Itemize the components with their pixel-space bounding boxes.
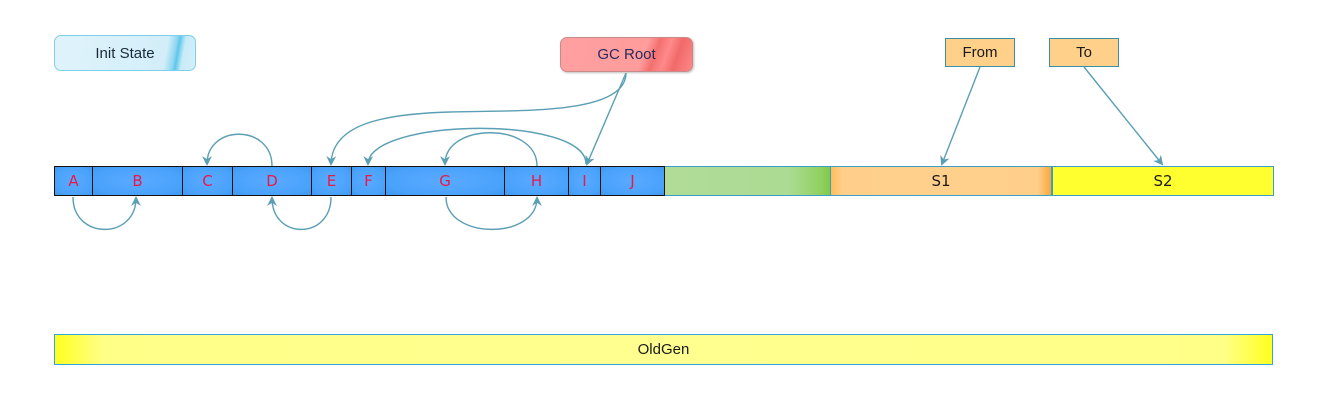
arrow-gcroot-to-i [585,72,627,166]
eden-free-space [665,166,831,196]
init-state-label: Init State [54,35,196,71]
young-generation-bar: A B C D E F G H I J S1 S2 [54,166,1274,196]
arrow-gcroot-to-e [326,72,627,166]
object-cell-b: B [93,166,183,196]
arrow-i-to-f [363,127,587,166]
object-cell-a: A [54,166,93,196]
arrow-g-to-h [445,196,542,231]
survivor-s2: S2 [1052,166,1274,196]
arrow-a-to-b [72,196,141,230]
gc-root-node: GC Root [560,37,693,72]
arrow-h-to-g [440,132,538,167]
object-cell-i: I [569,166,601,196]
object-cell-j: J [601,166,665,196]
arrow-from-to-s1 [940,66,981,166]
object-cell-g: G [386,166,505,196]
object-cell-d: D [233,166,312,196]
object-cell-f: F [352,166,386,196]
object-cell-h: H [505,166,569,196]
object-cell-e: E [312,166,352,196]
arrow-e-to-d [267,196,332,231]
arrow-d-to-c [202,133,273,167]
object-cell-c: C [183,166,233,196]
survivor-s1: S1 [831,166,1052,196]
old-generation-bar: OldGen [54,334,1273,365]
arrow-to-to-s2 [1083,66,1164,166]
from-pointer-label: From [945,38,1015,67]
to-pointer-label: To [1049,38,1119,67]
